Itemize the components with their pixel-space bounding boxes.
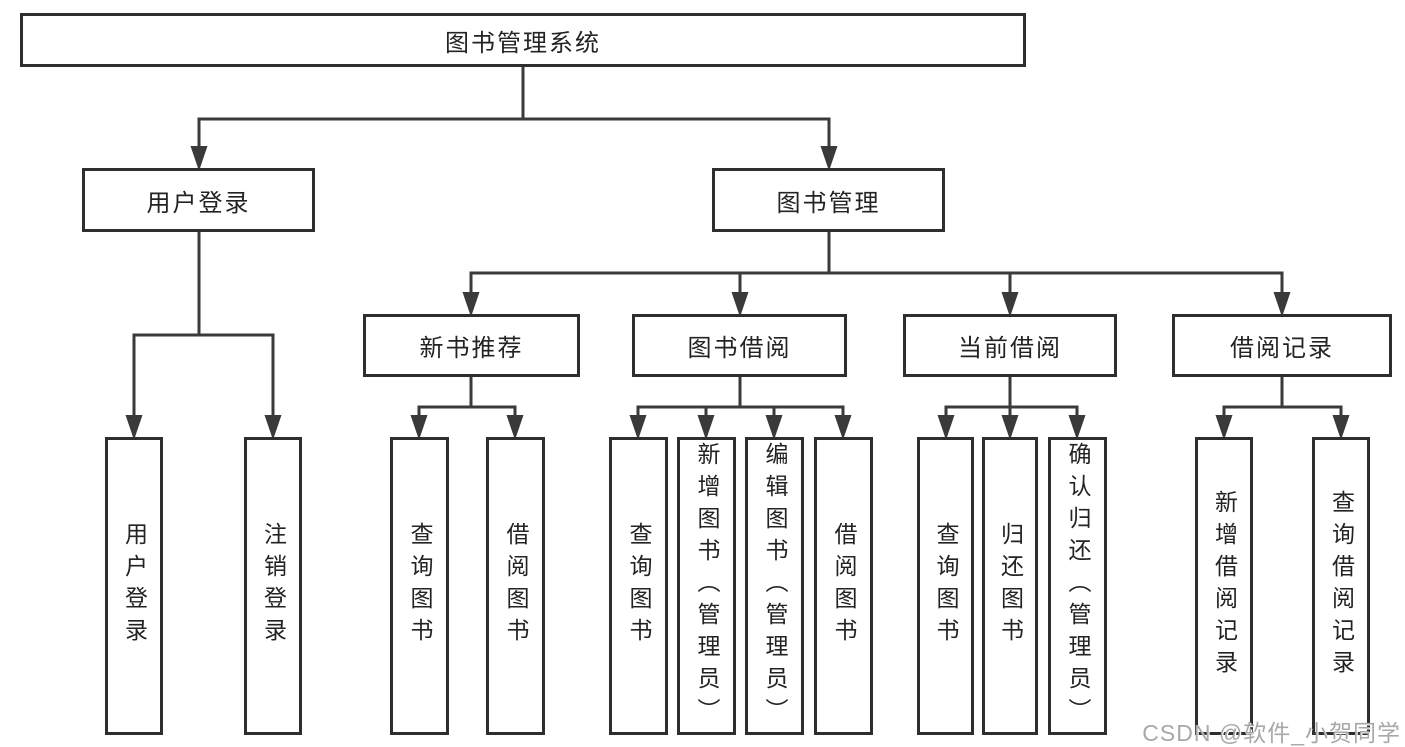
- leaf-edit-books-admin: 编辑图书（管理员）: [745, 437, 804, 735]
- node-user-login-branch: 用户登录: [82, 168, 315, 232]
- leaf-label: 归还图书: [997, 522, 1024, 650]
- leaf-user-login: 用户登录: [105, 437, 163, 735]
- node-label: 新书推荐: [419, 335, 524, 362]
- node-book-borrowing: 图书借阅: [632, 314, 847, 377]
- leaf-confirm-return-admin: 确认归还（管理员）: [1048, 437, 1107, 735]
- node-library-management-system: 图书管理系统: [20, 13, 1026, 67]
- leaf-label: 查询图书: [933, 522, 959, 650]
- node-label: 当前借阅: [958, 335, 1062, 362]
- node-label: 图书管理: [776, 189, 881, 217]
- leaf-label: 确认归还（管理员）: [1065, 442, 1091, 730]
- leaf-query-books-recommend: 查询图书: [390, 437, 449, 735]
- leaf-query-books-borrowing: 查询图书: [609, 437, 668, 735]
- leaf-label: 借阅图书: [503, 522, 529, 650]
- csdn-watermark: CSDN @软件_小贺同学: [1142, 720, 1401, 746]
- leaf-label: 新增图书（管理员）: [694, 442, 720, 730]
- leaf-query-borrow-record: 查询借阅记录: [1312, 437, 1370, 735]
- leaf-label: 查询借阅记录: [1328, 490, 1355, 682]
- leaf-query-books-current: 查询图书: [917, 437, 974, 735]
- leaf-add-borrow-record: 新增借阅记录: [1195, 437, 1253, 735]
- leaf-borrow-books-borrowing: 借阅图书: [814, 437, 873, 735]
- leaf-label: 用户登录: [121, 522, 148, 650]
- node-label: 图书借阅: [687, 335, 792, 362]
- leaf-label: 新增借阅记录: [1211, 490, 1238, 682]
- leaf-label: 注销登录: [260, 522, 287, 650]
- leaf-logout: 注销登录: [244, 437, 302, 735]
- node-label: 图书管理系统: [445, 29, 601, 57]
- node-label: 借阅记录: [1230, 335, 1334, 362]
- node-label: 用户登录: [146, 189, 251, 217]
- leaf-label: 查询图书: [407, 522, 433, 650]
- leaf-label: 借阅图书: [831, 522, 857, 650]
- leaf-return-books: 归还图书: [982, 437, 1038, 735]
- leaf-add-books-admin: 新增图书（管理员）: [677, 437, 736, 735]
- node-new-book-recommendation: 新书推荐: [363, 314, 580, 377]
- leaf-borrow-books-recommend: 借阅图书: [486, 437, 545, 735]
- node-book-management-branch: 图书管理: [712, 168, 945, 232]
- node-current-borrowing: 当前借阅: [903, 314, 1117, 377]
- leaf-label: 查询图书: [626, 522, 652, 650]
- leaf-label: 编辑图书（管理员）: [762, 442, 788, 730]
- node-borrowing-records: 借阅记录: [1172, 314, 1392, 377]
